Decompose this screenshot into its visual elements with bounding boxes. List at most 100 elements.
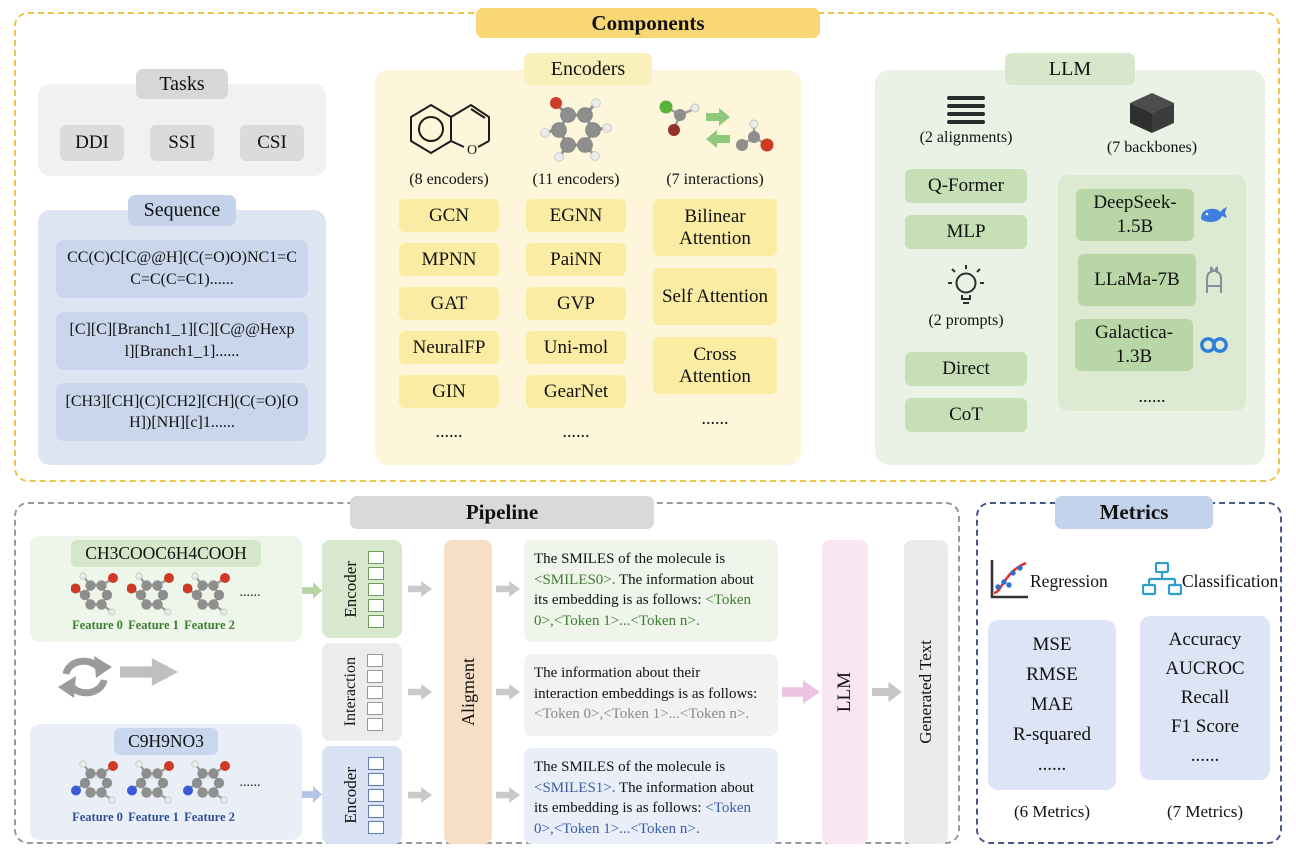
backbone-deepseek: DeepSeek-1.5B [1076,189,1194,241]
encoders-interaction-column: (7 interactions) Bilinear Attention Self… [653,90,777,455]
prompts-caption: (2 prompts) [928,312,1004,329]
embedding-cells-gray [366,653,383,731]
task-csi: CSI [240,125,304,161]
stage-interaction: Interaction [322,643,402,741]
regression-label: Regression [1030,571,1108,591]
backbone-galactica: Galactica-1.3B [1075,319,1193,371]
prompt-text: The SMILES of the molecule is [534,551,726,567]
encoder-egnn: EGNN [526,199,626,232]
molecule-3d-icon [126,759,175,805]
feature-label: Feature 0 [72,618,123,632]
regression-metrics-caption: (6 Metrics) [1013,802,1090,821]
backbones-caption: (7 backbones) [1106,139,1198,156]
classification-metrics-caption: (7 Metrics) [1166,802,1243,821]
encoders-panel: (8 encoders) GCN MPNN GAT NeuralFP GIN .… [375,70,801,465]
encoders-3d-column: (11 encoders) EGNN PaiNN GVP Uni-mol Gea… [526,90,626,455]
encoders-title: Encoders [524,53,652,85]
classification-label: Classification [1182,571,1279,591]
metric-item: Accuracy [1168,629,1242,650]
molecule-top-structures: ...... Feature 0 Feature 1 Feature 2 [70,568,263,633]
interaction-cross-attention: Cross Attention [653,337,777,394]
prompt-cot: CoT [905,398,1027,432]
prompt-direct: Direct [905,352,1027,386]
alignment-mlp: MLP [905,215,1027,249]
alignments-menu-icon [947,96,985,124]
encoder-neuralfp: NeuralFP [399,331,499,364]
molecule-2d-structure-icon [410,104,490,159]
tasks-panel: DDI SSI CSI [38,84,326,176]
backbone-llama: LLaMa-7B [1078,254,1196,306]
classification-icon [1142,562,1182,596]
llm-left-column: (2 alignments) Q-Former MLP (2 prompts) … [891,90,1041,453]
backbones-cube-icon [1130,93,1174,133]
interaction-self-attention: Self Attention [653,268,777,325]
backbone-row-galactica: Galactica-1.3B [1075,319,1229,371]
encoders-2d-column: (8 encoders) GCN MPNN GAT NeuralFP GIN .… [399,90,499,455]
metric-item: F1 Score [1170,716,1240,737]
feature-label: Feature 1 [128,810,179,824]
stage-interaction-label: Interaction [341,657,359,727]
encoder-gin: GIN [399,375,499,408]
molecule-3d-icon [126,571,175,617]
molecule-3d-structure-icon [539,95,613,163]
stage-alignment: Aligment [444,540,492,844]
encoder-gvp: GVP [526,287,626,320]
encoder-gcn: GCN [399,199,499,232]
embedding-tokens: <Token 0>,<Token 1>...<Token n>. [534,800,751,838]
metric-item: MAE [1030,694,1074,715]
backbones-panel: DeepSeek-1.5B LLaMa-7B Galactica-1.3B ..… [1058,175,1246,411]
encoders-interaction-caption: (7 interactions) [666,171,764,188]
prompt-box-mid: The information about their interaction … [524,654,778,736]
stage-encoder-bottom: Encoder [322,746,402,844]
encoder-gearnet: GearNet [526,375,626,408]
classification-metrics-list: Accuracy AUCROC Recall F1 Score ...... [1140,616,1270,780]
regression-icon [990,558,1030,599]
stage-llm-label: LLM [834,671,855,713]
prompts-bulb-icon [947,264,985,304]
galactica-infinity-icon [1200,337,1228,353]
encoder-unimol: Uni-mol [526,331,626,364]
metrics-title: Metrics [1055,496,1213,529]
llm-title: LLM [1005,53,1135,85]
task-ddi: DDI [60,125,124,161]
prompt-text: The information about their interaction … [534,665,758,702]
alignments-caption: (2 alignments) [919,129,1013,146]
stage-generated-text: Generated Text [904,540,948,844]
stage-llm: LLM [822,540,868,844]
backbone-row-llama: LLaMa-7B [1078,254,1226,306]
regression-metrics-list: MSE RMSE MAE R-squared ...... [988,620,1116,790]
alignment-qformer: Q-Former [905,169,1027,203]
smiles-token: <SMILES0>. [534,571,616,588]
molecule-3d-icon [182,759,231,805]
interaction-bilinear-attention: Bilinear Attention [653,199,777,256]
encoder-mpnn: MPNN [399,243,499,276]
stage-encoder-top: Encoder [322,540,402,638]
encoder-painn: PaiNN [526,243,626,276]
metric-item: Recall [1180,687,1230,708]
smiles-sequence-2: [C][C][Branch1_1][C][C@@Hexpl][Branch1_1… [56,311,308,370]
embedding-tokens: <Token 0>,<Token 1>...<Token n>. [534,706,750,723]
tasks-title: Tasks [136,69,228,99]
embedding-tokens: <Token 0>,<Token 1>...<Token n>. [534,592,751,630]
components-title: Components [476,8,820,38]
molecule-top-formula: CH3COOC6H4COOH [71,540,261,567]
metric-item: RMSE [1026,664,1078,685]
prompt-text: The information about its embedding is a… [534,779,754,817]
molecule-group-top: CH3COOC6H4COOH ...... Feature 0 Feature … [30,536,302,642]
stage-encoder-top-label: Encoder [340,560,360,618]
molecule-bottom-structures: ...... Feature 0 Feature 1 Feature 2 [70,756,263,825]
prompt-text: The SMILES of the molecule is [534,759,726,775]
molecule-interaction-icon [658,99,775,153]
sequence-panel: CC(C)C[C@@H](C(=O)O)NC1=CC=C(C=C1)......… [38,210,326,465]
smiles-sequence-3: [CH3][CH](C)[CH2][CH](C(=O)[OH])[NH][c]1… [56,383,308,442]
encoders-2d-caption: (8 encoders) [409,171,489,188]
llama-icon [1206,266,1222,294]
feature-label: Feature 2 [184,618,235,632]
molecule-bottom-more: ...... [239,775,261,790]
prompt-text: The information about its embedding is a… [534,571,754,609]
backbones-more: ...... [1138,386,1166,406]
pipeline-stage-column: Encoder Interaction Encoder [322,540,402,844]
smiles-sequence-1: CC(C)C[C@@H](C(=O)O)NC1=CC=C(C=C1)...... [56,239,308,298]
pipeline-title: Pipeline [350,496,654,529]
